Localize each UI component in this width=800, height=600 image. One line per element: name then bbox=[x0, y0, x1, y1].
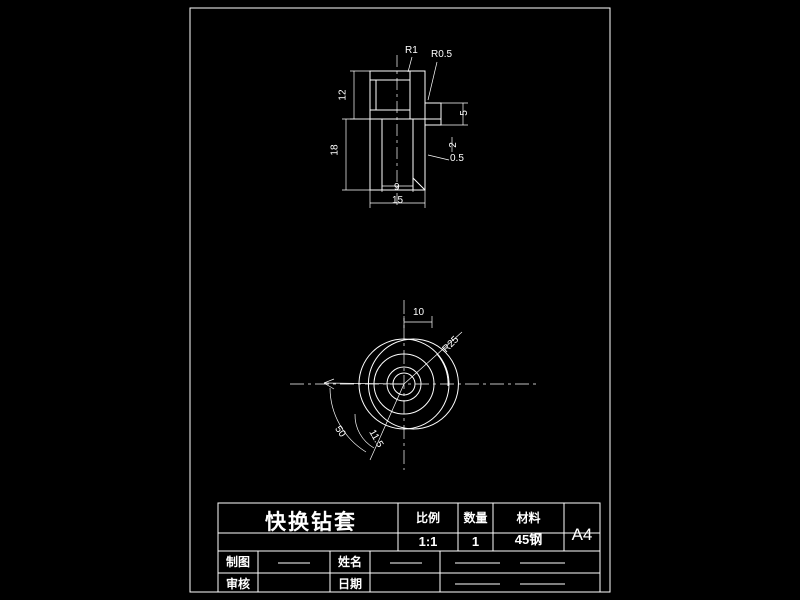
dim-h2: 2 bbox=[447, 142, 459, 148]
top-view-centerlines bbox=[290, 300, 540, 470]
row-label-name: 姓名 bbox=[337, 555, 362, 569]
header-material: 材料 bbox=[516, 511, 541, 525]
dim-h18: 18 bbox=[329, 144, 341, 156]
dim-h5: 5 bbox=[458, 110, 470, 116]
header-quantity: 数量 bbox=[463, 511, 488, 525]
value-material: 45钢 bbox=[514, 532, 543, 547]
sheet-size: A4 bbox=[571, 525, 593, 544]
dim-d15: 15 bbox=[392, 195, 404, 206]
part-name: 快换钻套 bbox=[265, 511, 357, 534]
value-scale: 1:1 bbox=[418, 534, 438, 549]
top-view-dimensions bbox=[323, 316, 463, 461]
header-scale: 比例 bbox=[415, 511, 440, 525]
dim-r05: R0.5 bbox=[431, 49, 453, 60]
front-view-dimensions bbox=[342, 56, 468, 208]
dim-c05: 0.5 bbox=[450, 153, 464, 164]
sheet-border bbox=[189, 7, 611, 593]
title-block-frame bbox=[217, 502, 601, 593]
row-label-checker: 审核 bbox=[225, 577, 250, 591]
row-label-drafter: 制图 bbox=[225, 555, 250, 569]
value-quantity: 1 bbox=[471, 534, 480, 549]
dim-d9: 9 bbox=[394, 182, 400, 193]
dim-t10: 10 bbox=[413, 307, 425, 318]
dim-r1: R1 bbox=[405, 45, 418, 56]
dim-h12: 12 bbox=[337, 89, 349, 101]
row-label-date: 日期 bbox=[337, 577, 362, 591]
